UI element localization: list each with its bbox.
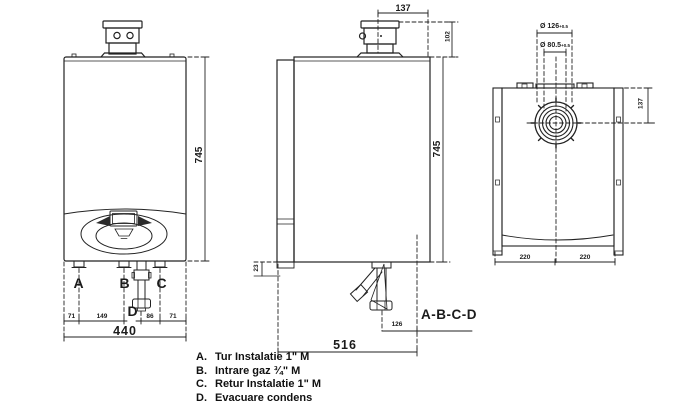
front-control-panel [63,208,187,255]
front-height-dimension: 745 [193,146,205,164]
side-condensate-pipe [349,261,393,311]
side-height-dimension: 745 [431,140,443,158]
front-seg-dim-2: 149 [96,312,108,320]
side-flue-height-dimension: 102 [444,31,452,42]
legend-key-a: A. [196,351,207,363]
side-body [276,56,431,269]
top-dimension-lines [494,29,652,266]
top-flue-outer-diameter-value: Ø 126 [540,22,560,30]
legend-item-d: D. Evacuare condens [196,392,321,406]
front-condensate-pipe [131,260,152,312]
front-dimension-lines [63,56,209,342]
top-flue-depth-dimension: 137 [637,98,645,109]
port-label-b: B [119,274,130,291]
top-flue-outer-diameter: Ø 126+0.5 [530,21,578,31]
front-width-dimension: 440 [113,324,137,338]
front-view-linework [63,20,210,342]
side-dimension-lines [253,9,473,357]
front-seg-dim-3: 86 [146,312,154,320]
legend-label-b: Intrare gaz ¾" M [215,364,301,377]
side-view-linework [253,9,473,357]
section-plane-label: A-B-C-D [421,307,477,322]
side-flue-offset-dimension: 137 [395,2,411,13]
legend-label-a: Tur Instalatie 1" M [215,351,310,363]
side-flue [356,20,404,58]
front-connections [71,260,168,268]
top-flue-inner-diameter: Ø 80.5+0.5 [533,41,577,51]
port-label-c: C [156,274,167,291]
port-label-d: D [127,302,138,319]
legend-item-c: C. Retur Instalatie 1" M [196,378,321,392]
top-casing [492,82,624,256]
legend-key-c: C. [196,378,207,391]
front-seg-dim-4: 71 [169,312,177,320]
legend-key-b: B. [196,364,207,377]
top-flue-outer-diameter-tolerance: +0.5 [559,23,568,29]
connection-legend: A. Tur Instalatie 1" M B. Intrare gaz ¾"… [196,351,321,406]
top-flue-inner-diameter-tolerance: +0.5 [561,43,570,48]
port-label-a: A [73,274,84,291]
legend-item-a: A. Tur Instalatie 1" M [196,351,321,365]
legend-label-c: Retur Instalatie 1" M [215,378,322,391]
top-extension-lines [494,32,657,265]
top-flue-inner-diameter-value: Ø 80.5 [540,42,562,49]
legend-key-d: D. [196,392,207,405]
front-seg-dim-1: 71 [67,312,76,320]
legend-item-b: B. Intrare gaz ¾" M [196,365,321,379]
top-width-left-dimension: 220 [519,254,531,261]
side-condens-offset-dimension: 126 [391,321,403,328]
top-width-right-dimension: 220 [579,254,591,261]
side-depth-dimension: 516 [333,337,357,352]
top-view-linework [492,29,657,266]
legend-label-d: Evacuare condens [215,392,313,405]
side-bracket-dimension: 23 [252,264,260,272]
front-flue [100,20,146,58]
side-extension-lines [253,12,459,353]
front-extension-lines [63,56,210,342]
